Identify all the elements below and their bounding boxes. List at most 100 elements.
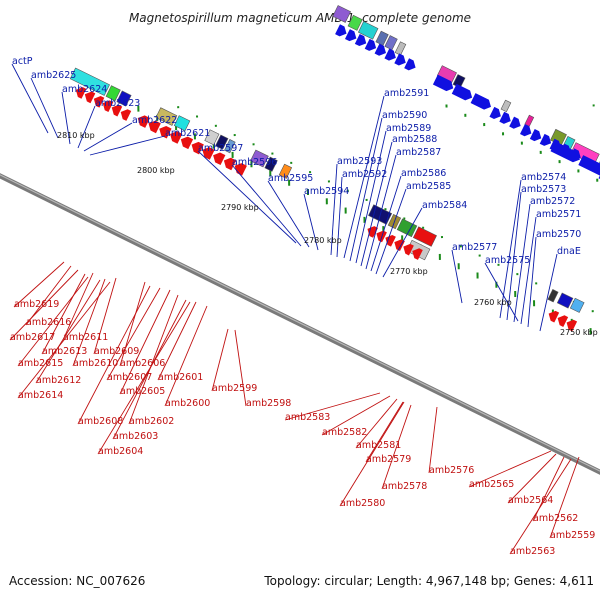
reverse-gene-arrow bbox=[548, 310, 560, 323]
forward-gene-arrow bbox=[550, 141, 580, 163]
forward-gene-arrow bbox=[394, 53, 406, 66]
gene-leader-line bbox=[349, 117, 383, 262]
gene-label: amb2564 bbox=[508, 495, 553, 506]
reverse-gene-arrow bbox=[385, 234, 396, 247]
gene-label: amb2610 bbox=[73, 358, 118, 369]
gene-leader-line bbox=[13, 261, 65, 308]
gene-box bbox=[173, 115, 191, 132]
gene-box bbox=[332, 5, 352, 23]
gene-label: amb2601 bbox=[158, 372, 203, 383]
gene-label: amb2624 bbox=[62, 84, 107, 95]
gene-box bbox=[412, 226, 437, 247]
gene-label: amb2623 bbox=[95, 98, 140, 109]
gene-box bbox=[264, 156, 278, 172]
gene-leader-line bbox=[9, 269, 79, 341]
forward-gene-arrow bbox=[489, 106, 501, 119]
gene-label: amb2586 bbox=[401, 168, 446, 179]
kbp-marker: 2800 kbp bbox=[137, 166, 175, 175]
gene-box bbox=[347, 14, 363, 31]
gene-label: amb2592 bbox=[342, 169, 387, 180]
gene-label: amb2595 bbox=[268, 173, 313, 184]
forward-gene-arrow bbox=[404, 58, 416, 71]
forward-gene-arrow bbox=[539, 133, 552, 146]
genome-backbone-highlight bbox=[0, 174, 600, 472]
gene-label: amb2602 bbox=[129, 416, 174, 427]
reverse-gene-arrow bbox=[148, 120, 161, 134]
gene-leader-line bbox=[339, 401, 405, 507]
gene-box-layer bbox=[69, 5, 600, 313]
gene-label: amb2594 bbox=[304, 186, 349, 197]
gene-leader-line bbox=[527, 236, 537, 328]
gene-box bbox=[547, 289, 559, 303]
gene-box bbox=[116, 90, 132, 107]
map-title: Magnetospirillum magneticum AMB-1, compl… bbox=[129, 11, 471, 25]
gene-leader-line bbox=[509, 458, 572, 555]
gene-leader-line bbox=[451, 249, 463, 304]
gene-box bbox=[224, 139, 236, 154]
gene-leader-line bbox=[62, 272, 94, 341]
gene-box bbox=[524, 114, 535, 127]
gene-label: amb2581 bbox=[356, 440, 401, 451]
reverse-gene-arrow bbox=[234, 163, 247, 176]
gene-leader-line bbox=[375, 188, 407, 275]
gene-label: dnaE bbox=[557, 246, 581, 257]
gene-label: amb2609 bbox=[94, 346, 139, 357]
gene-box bbox=[556, 292, 574, 309]
gene-label: amb2606 bbox=[120, 358, 165, 369]
reverse-gene-arrow bbox=[159, 125, 172, 139]
gene-label: amb2593 bbox=[337, 156, 382, 167]
forward-gene-arrow bbox=[499, 111, 511, 124]
gene-leader-line bbox=[506, 191, 522, 321]
gene-label: amb2577 bbox=[452, 242, 497, 253]
gene-box bbox=[250, 149, 269, 168]
forward-gene-arrow bbox=[509, 116, 521, 129]
reverse-gene-arrow bbox=[111, 104, 123, 117]
gene-label: amb2563 bbox=[510, 546, 555, 557]
gene-box bbox=[375, 30, 389, 46]
kbp-marker: 2760 kbp bbox=[474, 298, 512, 307]
gene-leader-line bbox=[360, 141, 393, 267]
gene-leader-line bbox=[128, 294, 179, 425]
kbp-marker: 2790 kbp bbox=[221, 203, 259, 212]
gene-label: amb2588 bbox=[392, 134, 437, 145]
gene-leader-line bbox=[428, 406, 438, 474]
gene-leader-line bbox=[355, 398, 398, 449]
gene-leader-line bbox=[234, 329, 247, 407]
gene-label: amb2573 bbox=[521, 184, 566, 195]
reverse-gene-arrow bbox=[180, 136, 194, 150]
reverse-gene-arrow bbox=[403, 243, 414, 256]
forward-gene-arrow bbox=[335, 24, 347, 37]
gene-leader-line bbox=[17, 276, 89, 367]
gene-label: amb2604 bbox=[98, 446, 143, 457]
gene-label: amb2580 bbox=[340, 498, 385, 509]
forward-gene-arrow bbox=[470, 93, 491, 110]
gene-label: amb2576 bbox=[429, 465, 474, 476]
gene-label: amb2565 bbox=[469, 479, 514, 490]
backbone-layer bbox=[0, 173, 600, 475]
gene-label: amb2599 bbox=[212, 383, 257, 394]
reverse-gene-arrow bbox=[223, 157, 237, 171]
gene-leader-line bbox=[197, 150, 297, 244]
forward-gene-arrow bbox=[384, 48, 396, 61]
gene-leader-line bbox=[365, 154, 397, 270]
gene-box bbox=[436, 65, 457, 83]
gene-leader-line bbox=[231, 164, 302, 247]
gene-box bbox=[357, 21, 379, 40]
gene-label: amb2615 bbox=[18, 358, 63, 369]
gene-box bbox=[204, 129, 220, 146]
gene-label: amb2572 bbox=[530, 196, 575, 207]
gene-leader-line bbox=[303, 193, 319, 251]
gene-label: amb2603 bbox=[113, 431, 158, 442]
gene-label: amb2612 bbox=[36, 375, 81, 386]
gene-box bbox=[69, 67, 110, 96]
gene-leader-line bbox=[119, 289, 171, 395]
gene-label: amb2598 bbox=[246, 398, 291, 409]
gene-leader-line bbox=[267, 180, 310, 248]
gene-leader-line bbox=[93, 277, 117, 355]
kbp-marker: 2750 kbp bbox=[560, 328, 598, 337]
forward-gene-arrow bbox=[432, 74, 454, 92]
leader-line-layer bbox=[9, 63, 580, 555]
accession-text: Accession: NC_007626 bbox=[9, 574, 146, 588]
